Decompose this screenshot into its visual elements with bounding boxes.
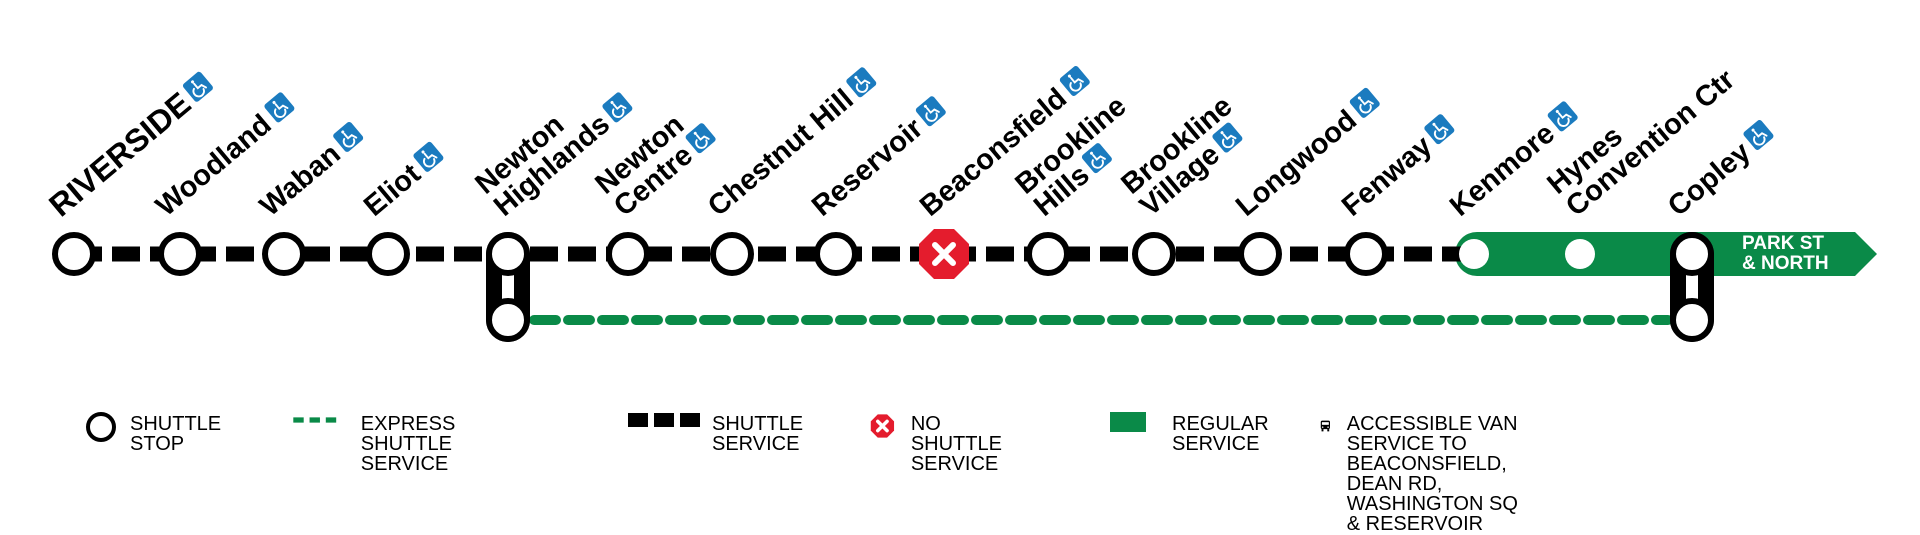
regular-service-icon (1110, 412, 1146, 432)
wheelchair-icon (601, 90, 634, 124)
stop-eliot (366, 232, 410, 276)
x-mark-icon (870, 414, 895, 438)
van-icon (1320, 420, 1330, 432)
station-name-line: Woodland (150, 91, 299, 223)
station-label-copley: Copley (1662, 118, 1778, 223)
station-name-line: Reservoir (806, 95, 950, 223)
station-name-line: Copley (1662, 118, 1778, 223)
station-name-line: Eliot (358, 140, 448, 223)
legend-shuttle-service: SHUTTLE SERVICE (628, 410, 803, 454)
station-name-line: Chestnut Hill (702, 66, 881, 223)
wheelchair-icon (1211, 121, 1244, 154)
station-label-riverside: RIVERSIDE (42, 68, 218, 224)
station-name-line: RIVERSIDE (42, 68, 218, 224)
stop-riverside (52, 232, 96, 276)
station-label-chestnut-hill: Chestnut Hill (702, 66, 881, 223)
station-name-line: Centre (608, 121, 720, 223)
destination-label: PARK ST & NORTH (1742, 234, 1829, 274)
express-line-icon (293, 417, 338, 423)
wheelchair-icon (411, 140, 445, 174)
express-stop-newton-highlands (486, 298, 530, 342)
wheelchair-icon (1423, 112, 1456, 146)
station-name-line: Village (1134, 114, 1256, 223)
station-label-reservoir: Reservoir (806, 95, 950, 223)
route-diagram (52, 229, 1877, 342)
station-name-line: Highlands (488, 90, 637, 223)
legend-no-shuttle-label: NO SHUTTLE SERVICE (910, 413, 1002, 475)
legend-no-shuttle: NO SHUTTLE SERVICE (870, 410, 1009, 474)
wheelchair-icon (1546, 100, 1579, 133)
legend-regular-label: REGULAR SERVICE (1172, 413, 1269, 455)
wheelchair-icon (684, 121, 717, 155)
stop-chestnut-hill (710, 232, 754, 276)
shuttle-line-icon (628, 413, 700, 427)
legend-express-label: EXPRESS SHUTTLE SERVICE (360, 413, 456, 475)
wheelchair-icon (1348, 86, 1381, 120)
station-name-line: Beaconsfield (914, 65, 1094, 223)
station-label-beaconsfield: Beaconsfield (914, 65, 1094, 223)
station-name-line: Fenway (1336, 112, 1459, 223)
regular-service-bar (1455, 232, 1877, 276)
legend-shuttle-service-label: SHUTTLE SERVICE (712, 413, 804, 455)
wheelchair-icon (262, 91, 296, 124)
regular-stop-kenmore (1459, 239, 1489, 269)
wheelchair-icon (331, 120, 365, 154)
shuttle-stop-icon (86, 412, 116, 442)
station-label-eliot: Eliot (358, 140, 448, 223)
legend-van-label: ACCESSIBLE VAN SERVICE TO BEACONSFIELD, … (1346, 413, 1518, 535)
stop-woodland (158, 232, 202, 276)
wheelchair-icon (182, 70, 215, 103)
express-stop-copley (1670, 298, 1714, 342)
stop-copley (1670, 232, 1714, 276)
wheelchair-icon (844, 66, 878, 99)
regular-stop-hynes-convention-ctr (1565, 239, 1595, 269)
destination-line-1: PARK ST (1742, 233, 1824, 254)
destination-line-2: & NORTH (1742, 253, 1829, 274)
stop-brookline-hills (1026, 232, 1070, 276)
stop-reservoir (814, 232, 858, 276)
stop-brookline-village (1132, 232, 1176, 276)
stop-fenway (1344, 232, 1388, 276)
legend-shuttle-stop-label: SHUTTLE STOP (130, 413, 222, 455)
station-label-kenmore: Kenmore (1444, 100, 1582, 223)
wheelchair-icon (1080, 141, 1114, 175)
legend-van: ACCESSIBLE VAN SERVICE TO BEACONSFIELD, … (1320, 410, 1524, 534)
wheelchair-icon (1741, 118, 1775, 152)
station-label-longwood: Longwood (1230, 86, 1384, 223)
station-name-line: Hills (1028, 114, 1150, 223)
station-label-fenway: Fenway (1336, 112, 1459, 223)
wheelchair-icon (914, 95, 947, 128)
x-mark-stroke (932, 242, 956, 266)
station-name-line: Kenmore (1444, 100, 1582, 223)
stop-newton-highlands (486, 232, 530, 276)
stop-waban (262, 232, 306, 276)
stop-newton-centre (606, 232, 650, 276)
legend-regular: REGULAR SERVICE (1110, 410, 1269, 454)
station-label-waban: Waban (254, 120, 368, 223)
wheelchair-icon (1058, 65, 1091, 98)
station-name-line: Longwood (1230, 86, 1384, 223)
legend-shuttle-stop: SHUTTLE STOP (84, 410, 221, 454)
stop-longwood (1238, 232, 1282, 276)
no-shuttle-stop-beaconsfield (919, 229, 969, 279)
legend-express: EXPRESS SHUTTLE SERVICE (292, 410, 480, 474)
station-label-woodland: Woodland (150, 91, 299, 223)
station-name-line: Waban (254, 120, 368, 223)
